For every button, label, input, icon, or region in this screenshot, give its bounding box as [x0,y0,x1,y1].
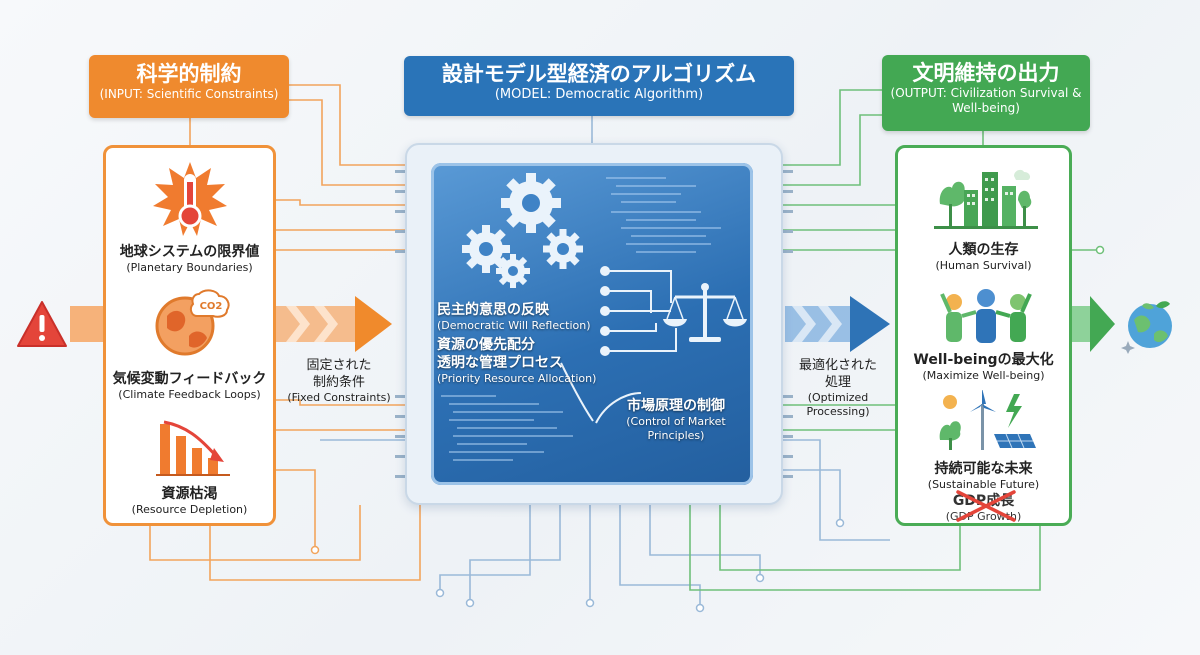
algorithm-chip: 民主的意思の反映 (Democratic Will Reflection) 資源… [431,163,753,485]
chip-priority-allocation: 資源の優先配分 透明な管理プロセス (Priority Resource All… [437,337,597,385]
input-item-planetary-boundaries: 地球システムの限界値 (Planetary Boundaries) [119,244,260,274]
model-title: 設計モデル型経済のアルゴリズム [441,62,757,86]
model-title-badge: 設計モデル型経済のアルゴリズム (MODEL: Democratic Algor… [404,56,794,116]
co2-badge-text: CO2 [200,301,223,312]
declining-bar-chart-icon [156,418,232,478]
output-subtitle: (OUTPUT: Civilization Survival & Well-be… [890,86,1082,115]
output-item-sustainable-future: 持続可能な未来 (Sustainable Future) [927,461,1040,491]
fixed-constraints-label: 固定された 制約条件 (Fixed Constraints) [287,358,391,404]
globe-co2-icon: CO2 [153,288,233,358]
output-item-wellbeing: Well-beingの最大化 (Maximize Well-being) [913,352,1054,382]
output-flow-arrow [785,296,890,352]
input-title: 科学的制約 [136,62,242,86]
final-flow-arrow [1072,296,1115,352]
input-title-badge: 科学的制約 (INPUT: Scientific Constraints) [89,55,289,118]
optimized-processing-label: 最適化された 処理 (Optimized Processing) [798,358,877,418]
input-item-resource-depletion: 資源枯渇 (Resource Depletion) [131,486,248,516]
chip-graphics [441,173,747,461]
input-panel: 地球システムの限界値 (Planetary Boundaries) CO2 気候… [103,145,276,526]
input-subtitle: (INPUT: Scientific Constraints) [99,87,279,101]
earth-sprout-icon [1120,294,1180,354]
output-panel: 人類の生存 (Human Survival) Well-beingの最大化 (M… [895,145,1072,526]
chip-democratic-will: 民主的意思の反映 (Democratic Will Reflection) [437,302,591,332]
happy-people-icon [936,284,1036,346]
output-title-badge: 文明維持の出力 (OUTPUT: Civilization Survival &… [882,55,1090,131]
balance-scale-icon [663,283,747,342]
gears-icon [462,173,583,288]
thermometer-burst-icon [151,160,229,238]
chip-market-control: 市場原理の制御 (Control of Market Principles) [626,398,726,442]
output-item-human-survival: 人類の生存 (Human Survival) [935,242,1032,272]
model-subtitle: (MODEL: Democratic Algorithm) [494,87,704,102]
crossed-out-mark [952,488,1020,524]
warning-icon [16,298,68,350]
renewable-energy-icon [936,388,1036,452]
output-title: 文明維持の出力 [912,61,1060,85]
green-city-icon [934,164,1038,230]
input-item-climate-feedback: 気候変動フィードバック (Climate Feedback Loops) [112,371,267,401]
input-flow-arrow [70,296,392,352]
